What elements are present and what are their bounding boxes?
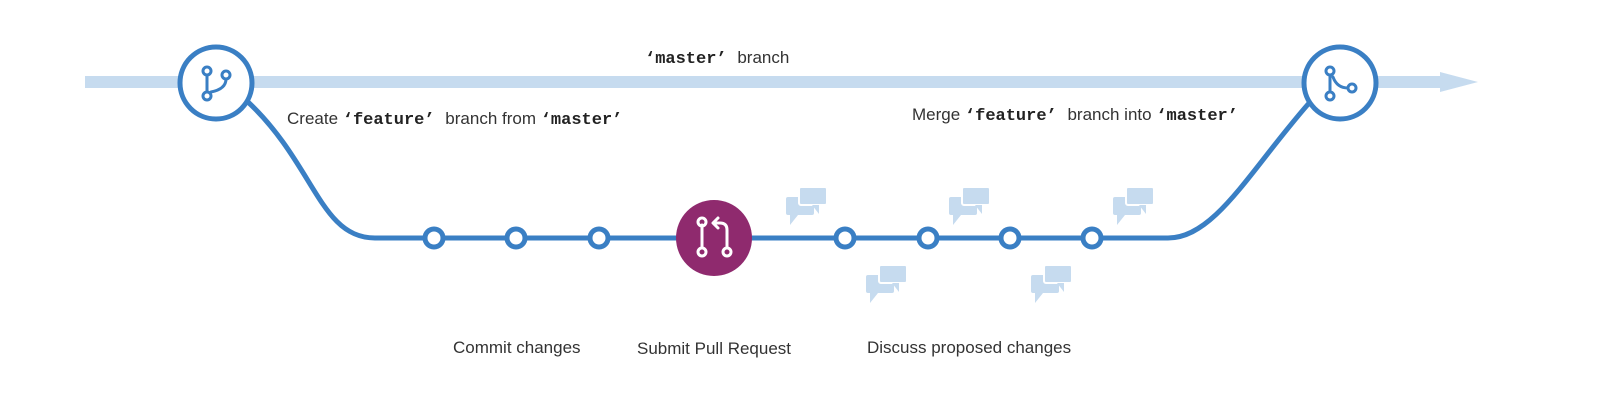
master-branch-label: ‘master’ branch [645,48,789,70]
master-quote-close: ’ [716,50,727,69]
git-branch-icon [201,65,232,102]
commit-node[interactable] [504,226,528,250]
branch-start-node[interactable] [177,44,255,122]
create-code-master: ‘master’ [540,111,623,130]
merge-code-feature: ‘feature’ [964,107,1057,126]
discussion-commit-node[interactable] [998,226,1022,250]
discuss-changes-label: Discuss proposed changes [867,338,1072,357]
merge-node[interactable] [1301,44,1379,122]
merge-branch-label: Merge ‘feature’ branch into ‘master’ [912,105,1238,127]
create-code-feature: ‘feature’ [342,111,435,130]
commit-changes-label: Commit changes [453,338,581,357]
comment-bubbles-icon [1031,264,1073,303]
create-mid: branch from [440,109,541,128]
discussion-commit-node[interactable] [916,226,940,250]
master-code: master [655,50,717,69]
pull-request-node[interactable] [676,200,752,276]
feature-branch-path [245,99,1313,241]
master-branch-text: branch [732,48,790,67]
merge-pre: Merge [912,105,965,124]
merge-code-master: ‘master’ [1156,107,1238,126]
commit-node[interactable] [422,226,446,250]
create-branch-label: Create ‘feature’ branch from ‘master’ [287,109,622,131]
merge-mid: branch into [1062,105,1157,124]
master-quote-open: ‘ [645,50,656,69]
comment-bubbles-icon [949,186,991,225]
discussion-commit-node[interactable] [1080,226,1104,250]
create-pre: Create [287,109,343,128]
git-merge-icon [1324,65,1358,102]
discussion-commit-node[interactable] [833,226,857,250]
commit-node[interactable] [587,226,611,250]
comment-bubbles-icon [786,186,828,225]
submit-pull-request-label: Submit Pull Request [637,339,792,358]
comment-bubbles-icon [866,264,908,303]
master-arrowhead [1440,72,1478,92]
comment-bubbles-icon [1113,186,1155,225]
pull-request-icon [696,216,733,258]
